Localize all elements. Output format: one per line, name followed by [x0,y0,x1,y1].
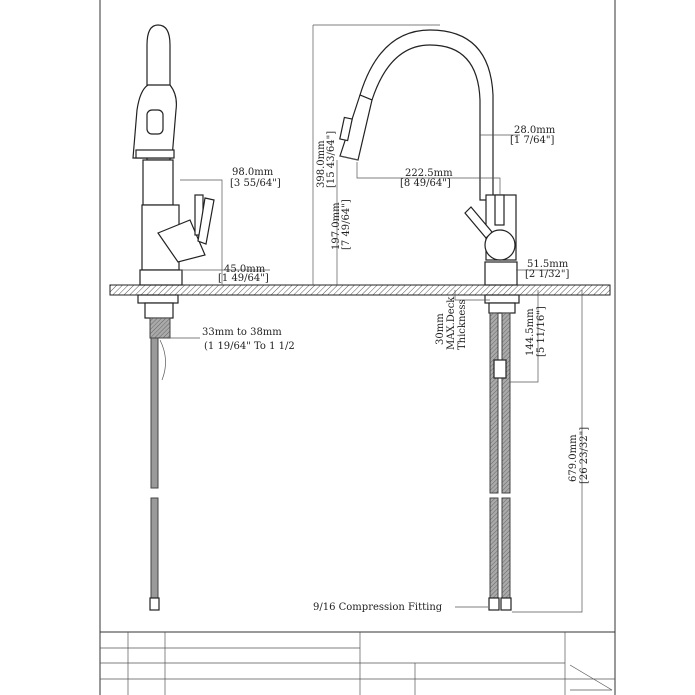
drawing-frame [99,0,616,695]
base-left-mm: 45.0mm [224,264,266,275]
clearance-inch: [7 49/64"] [341,199,352,250]
total-height-mm: 398.0mm [316,140,327,188]
countertop-deck [109,284,611,296]
hole-size-inch: (1 19/64" To 1 1/2 [204,341,295,352]
spout-reach-mm: 222.5mm [405,168,453,179]
tube-diameter-mm: 28.0mm [514,125,556,136]
spray-button-icon [146,109,164,135]
handle-reach-inch: [3 55/64"] [230,178,281,189]
clearance-mm: 197.0mm [331,202,342,250]
faucet-front-view [339,29,520,611]
total-height-inch: [15 43/64"] [326,131,337,188]
deck-thickness-line2: MAX.Deck [446,296,457,350]
faucet-side-view [132,24,215,611]
shank-length-mm: 144.5mm [525,308,536,356]
base-left-inch: [1 49/64"] [218,273,269,284]
hose-length-inch: [26 23/32"] [579,427,590,484]
hose-length-mm: 679.0mm [568,434,579,482]
base-right-inch: [2 1/32"] [525,269,569,280]
spout-reach-inch: [8 49/64"] [400,178,451,189]
title-block [100,631,615,695]
hole-size-mm: 33mm to 38mm [202,327,282,338]
deck-thickness-line1: 30mm [435,313,446,345]
handle-reach-mm: 98.0mm [232,167,274,178]
dimension-labels: 98.0mm [3 55/64"] 45.0mm [1 49/64"] 33mm… [202,125,590,613]
shank-length-inch: [5 11/16"] [536,306,547,357]
tube-diameter-inch: [1 7/64"] [510,135,554,146]
base-right-mm: 51.5mm [527,259,569,270]
dimension-lines [170,24,583,613]
deck-thickness-line3: Thickness [457,299,468,350]
fitting-label: 9/16 Compression Fitting [313,602,443,613]
